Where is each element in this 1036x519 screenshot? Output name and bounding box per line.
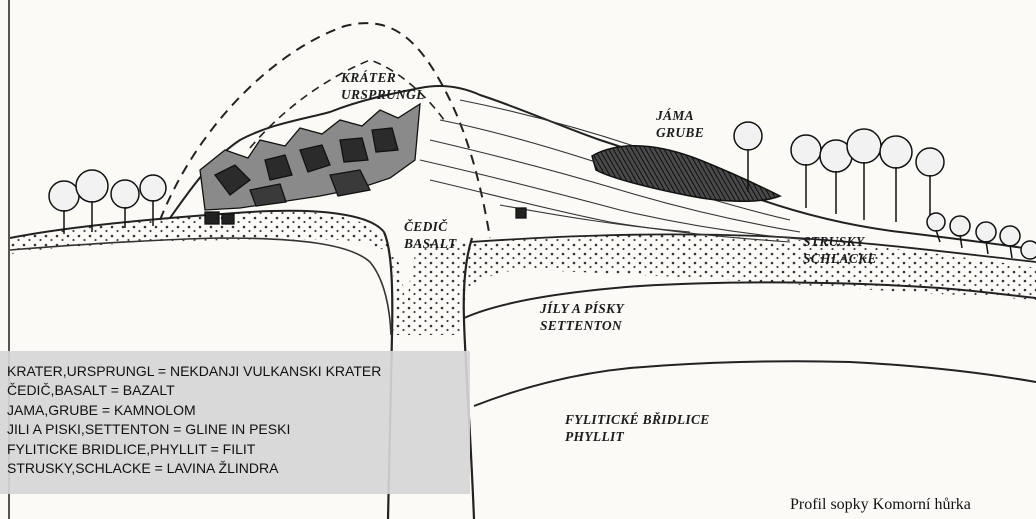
label-fylit-line1: FYLITICKÉ BŘIDLICE	[565, 411, 710, 428]
legend-line: FYLITICKE BRIDLICE,PHYLLIT = FILIT	[7, 440, 470, 459]
legend-line: ČEDIČ,BASALT = BAZALT	[7, 381, 470, 400]
legend-box: KRATER,URSPRUNGL = NEKDANJI VULKANSKI KR…	[0, 351, 470, 494]
phyllite-boundary	[474, 361, 1036, 406]
label-strusky-line1: STRUSKY	[803, 233, 877, 250]
label-strusky: STRUSKY SCHLACKE	[803, 233, 877, 267]
label-cedic-line1: ČEDIČ	[404, 218, 457, 235]
label-jily: JÍLY A PÍSKY SETTENTON	[540, 300, 624, 334]
label-krater-line1: KRÁTER	[341, 69, 425, 86]
legend-line: JAMA,GRUBE = KAMNOLOM	[7, 401, 470, 420]
label-jily-line1: JÍLY A PÍSKY	[540, 300, 624, 317]
label-cedic-line2: BASALT	[404, 235, 457, 252]
label-jama-line1: JÁMA	[656, 107, 704, 124]
crater-rocks	[200, 104, 526, 224]
label-jama-line2: GRUBE	[656, 124, 704, 141]
label-fylit-line2: PHYLLIT	[565, 428, 710, 445]
legend-line: STRUSKY,SCHLACKE = LAVINA ŽLINDRA	[7, 459, 470, 478]
label-fylit: FYLITICKÉ BŘIDLICE PHYLLIT	[565, 411, 710, 445]
figure-caption: Profil sopky Komorní hůrka	[790, 496, 971, 514]
label-strusky-line2: SCHLACKE	[803, 250, 877, 267]
label-jama: JÁMA GRUBE	[656, 107, 704, 141]
label-krater-line2: URSPRUNGL	[341, 86, 425, 103]
label-cedic: ČEDIČ BASALT	[404, 218, 457, 252]
label-krater: KRÁTER URSPRUNGL	[341, 69, 425, 103]
left-lower-boundary	[10, 238, 391, 335]
legend-line: KRATER,URSPRUNGL = NEKDANJI VULKANSKI KR…	[7, 362, 470, 381]
legend-line: JILI A PISKI,SETTENTON = GLINE IN PESKI	[7, 420, 470, 439]
quarry-pit	[592, 146, 780, 201]
label-jily-line2: SETTENTON	[540, 317, 624, 334]
